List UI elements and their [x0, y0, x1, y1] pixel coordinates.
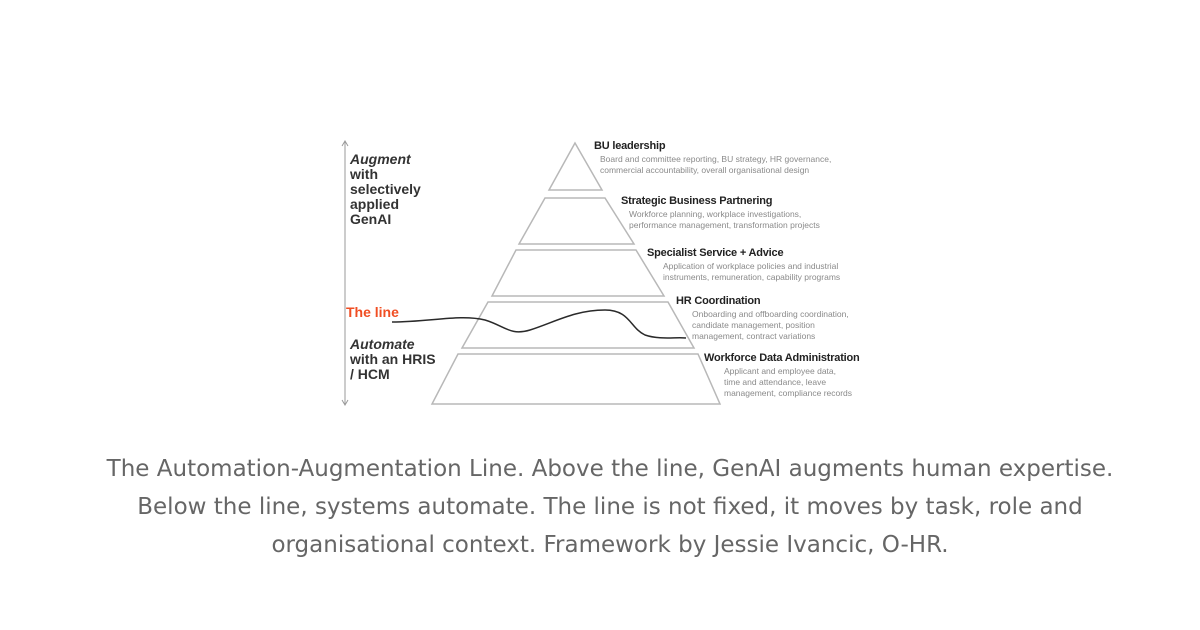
tier-specialist-service-advice: Specialist Service + Advice Application …	[647, 247, 840, 283]
pyramid-tier-3	[490, 249, 666, 297]
figure-caption: The Automation-Augmentation Line. Above …	[106, 456, 1114, 558]
tier-title: Workforce Data Administration	[704, 352, 860, 364]
augment-emphasis: Augment	[350, 151, 411, 167]
tier-title: Specialist Service + Advice	[647, 247, 784, 259]
tier-title: Strategic Business Partnering	[621, 195, 773, 207]
tier-description: Application of workplace policies and in…	[663, 261, 841, 282]
tier-workforce-data-administration: Workforce Data Administration Applicant …	[704, 352, 860, 399]
automation-augmentation-diagram: Augment with selectively applied GenAI T…	[330, 132, 890, 412]
pyramid-tier-1	[547, 141, 604, 191]
tier-bu-leadership: BU leadership Board and committee report…	[594, 140, 831, 176]
axis-arrow-bottom	[341, 399, 349, 406]
pyramid-tier-2	[517, 197, 636, 245]
pyramid-tier-5	[430, 353, 722, 405]
axis-arrow-top	[341, 140, 349, 147]
the-line-label: The line	[346, 304, 399, 320]
tier-strategic-business-partnering: Strategic Business Partnering Workforce …	[621, 195, 820, 231]
tier-description: Applicant and employee data, time and at…	[724, 366, 853, 398]
automate-label: Automate with an HRIS / HCM	[350, 337, 436, 382]
pyramid-graphic	[341, 140, 722, 406]
tier-title: HR Coordination	[676, 295, 761, 307]
tier-description: Onboarding and offboarding coordination,…	[692, 309, 849, 341]
tier-description: Workforce planning, workplace investigat…	[629, 209, 820, 230]
the-line-curve	[391, 309, 687, 339]
tier-description: Board and committee reporting, BU strate…	[600, 154, 832, 175]
tier-title: BU leadership	[594, 140, 666, 152]
tier-hr-coordination: HR Coordination Onboarding and offboardi…	[676, 295, 849, 342]
pyramid-tier-4	[460, 301, 696, 349]
automate-description: with an HRIS / HCM	[350, 351, 436, 382]
augment-description: with selectively applied GenAI	[350, 166, 421, 227]
automate-emphasis: Automate	[350, 336, 415, 352]
augment-label: Augment with selectively applied GenAI	[350, 152, 421, 227]
